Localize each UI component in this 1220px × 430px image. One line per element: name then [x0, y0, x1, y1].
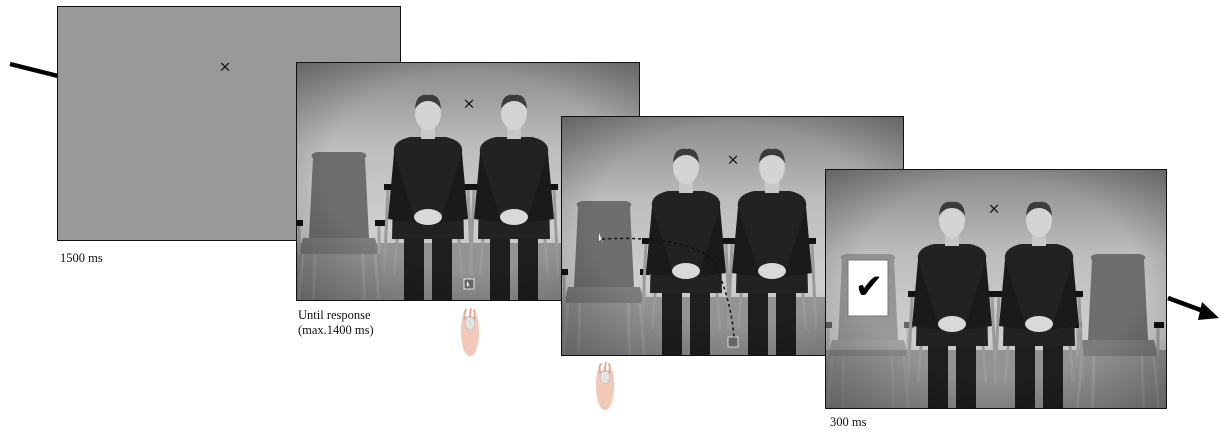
fixation-cross: ×: [727, 153, 740, 168]
cursor-start-box: [464, 279, 474, 289]
fixation-duration: 1500 ms: [60, 251, 103, 266]
fixation-cross: ×: [988, 202, 1001, 217]
fixation-cross: ×: [219, 60, 232, 75]
feedback-screen: × ✔: [825, 169, 1167, 409]
hand-on-mouse-icon: [590, 362, 620, 412]
feedback-duration: 300 ms: [830, 415, 866, 430]
stimulus-duration: Until response (max.1400 ms): [298, 308, 374, 338]
stimulus-duration-line1: Until response: [298, 308, 374, 323]
stimulus-duration-line2: (max.1400 ms): [298, 323, 374, 338]
timeline-arrow-out: [1166, 292, 1220, 332]
fixation-cross: ×: [463, 97, 476, 112]
hand-on-mouse-icon: [455, 308, 485, 358]
checkmark-icon: ✔: [851, 267, 887, 307]
cursor-start-box: [728, 337, 738, 347]
